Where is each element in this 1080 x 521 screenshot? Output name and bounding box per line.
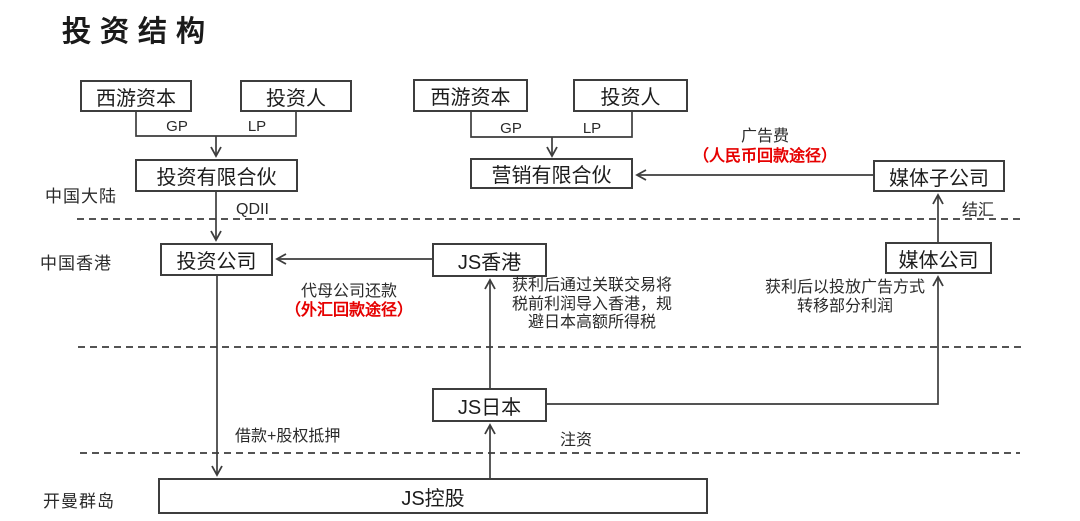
edge-label-fx-return-path: （外汇回款途径） bbox=[284, 302, 414, 319]
edge-label-capital-injection: 注资 bbox=[560, 432, 593, 449]
node-xiyou-capital-left: 西游资本 bbox=[80, 80, 192, 112]
page-title: 投资结构 bbox=[62, 16, 215, 48]
edge-label-ad-fee: 广告费 bbox=[740, 128, 790, 145]
node-investment-company: 投资公司 bbox=[160, 243, 273, 276]
region-label-hongkong-china: 中国香港 bbox=[40, 254, 112, 273]
node-js-japan: JS日本 bbox=[432, 388, 547, 422]
connector-gp-lp-left bbox=[135, 112, 297, 137]
arrow-profit-to-media-company bbox=[547, 275, 944, 405]
edge-label-gp-left: GP bbox=[166, 118, 188, 135]
region-label-mainland-china: 中国大陆 bbox=[45, 187, 117, 206]
edge-label-rmb-return-path: （人民币回款途径） bbox=[692, 148, 838, 165]
note-media-profit-transfer: 获利后以投放广告方式 转移部分利润 bbox=[764, 279, 925, 315]
node-media-company: 媒体公司 bbox=[885, 242, 992, 274]
edge-label-fx-settlement: 结汇 bbox=[962, 202, 995, 219]
edge-label-repay-for-parent: 代母公司还款 bbox=[300, 283, 398, 300]
node-media-subsidiary: 媒体子公司 bbox=[873, 160, 1005, 192]
node-js-hongkong: JS香港 bbox=[432, 243, 547, 277]
edge-label-gp-right: GP bbox=[500, 120, 522, 137]
node-investment-partnership: 投资有限合伙 bbox=[135, 159, 298, 192]
edge-label-lp-left: LP bbox=[247, 118, 267, 135]
node-investor-left: 投资人 bbox=[240, 80, 352, 112]
edge-label-qdii: QDII bbox=[236, 201, 269, 218]
note-hk-profit-transfer: 获利后通过关联交易将 税前利润导入香港，规 避日本高额所得税 bbox=[511, 277, 672, 331]
region-label-cayman-islands: 开曼群岛 bbox=[43, 492, 115, 511]
node-marketing-partnership: 营销有限合伙 bbox=[470, 158, 633, 189]
node-js-holdings: JS控股 bbox=[158, 478, 708, 514]
connector-gp-lp-right bbox=[470, 112, 633, 138]
node-investor-right: 投资人 bbox=[573, 79, 688, 112]
edge-label-lp-right: LP bbox=[582, 120, 602, 137]
node-xiyou-capital-right: 西游资本 bbox=[413, 79, 528, 112]
edge-label-loan-equity-pledge: 借款+股权抵押 bbox=[235, 428, 341, 445]
